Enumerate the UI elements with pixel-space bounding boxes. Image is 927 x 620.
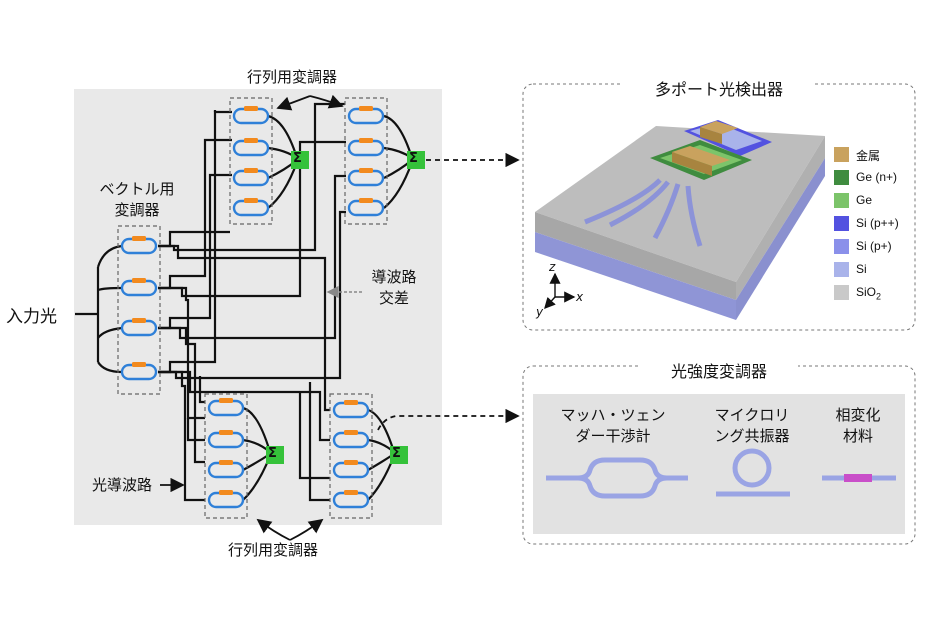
sum-block-top-left [291, 151, 309, 169]
legend-swatch [834, 170, 849, 185]
heater-pad [219, 490, 233, 495]
legend-swatch [834, 262, 849, 277]
heater-pad [219, 398, 233, 403]
heater-pad [219, 430, 233, 435]
legend-label: Ge [856, 193, 873, 207]
photodetector-illustration [535, 120, 825, 320]
sum-symbol-bottom-left: Σ [268, 446, 277, 461]
detector-panel-title: 多ポート光検出器 [623, 76, 815, 100]
heater-pad [244, 106, 258, 111]
heater-pad [359, 138, 373, 143]
phase-change-label-line1: 相変化 [835, 406, 881, 424]
crossing-label-line2: 交差 [378, 289, 409, 307]
heater-pad [344, 460, 358, 465]
legend-label: Si [856, 262, 867, 276]
heater-pad [244, 198, 258, 203]
sum-blocks [266, 151, 425, 464]
sum-block-bottom-left [266, 446, 284, 464]
heater-pad [132, 318, 146, 323]
legend-swatch [834, 216, 849, 231]
heater-pad [344, 430, 358, 435]
matrix-modulator-label-bottom: 行列用変調器 [228, 541, 319, 559]
optical-waveguide-label: 光導波路 [92, 476, 153, 494]
legend-label: Si (p+) [856, 239, 892, 253]
waveguide-crossing-label: 導波路 交差 [364, 266, 424, 308]
axis-y-label: y [536, 305, 544, 319]
heater-pad [219, 460, 233, 465]
phase-change-label-line2: 材料 [842, 427, 873, 445]
heater-pad [344, 400, 358, 405]
sum-symbol-top-left: Σ [293, 151, 302, 166]
legend-label: Si (p++) [856, 216, 899, 230]
input-light-label: 入力光 [6, 307, 57, 327]
legend-swatch [834, 147, 849, 162]
heater-pad [244, 138, 258, 143]
legend-swatch [834, 193, 849, 208]
sum-symbol-top-right: Σ [409, 151, 418, 166]
axis-z-label: z [549, 260, 556, 274]
phase-change-material [844, 474, 872, 482]
vector-modulator-label-line1: ベクトル用 [99, 180, 175, 198]
axis-x-label: x [576, 290, 584, 304]
ring-label-line1: マイクロリ [714, 406, 790, 424]
ring-label-line2: ング共振器 [714, 427, 790, 445]
vector-modulator-label-line2: 変調器 [114, 201, 160, 219]
annotation-arrows [160, 94, 520, 541]
circuit-panel [74, 89, 442, 525]
legend-label: Ge (n+) [856, 170, 898, 184]
heater-pad [132, 362, 146, 367]
mzi-label-line2: ダー干渉計 [575, 427, 651, 445]
heater-pad [132, 236, 146, 241]
modulator-group-boxes [117, 97, 388, 519]
heater-pad [359, 198, 373, 203]
intensity-item-ring: マイクロリ ング共振器 [700, 404, 804, 446]
intensity-panel-title: 光強度変調器 [640, 358, 798, 382]
matrix-modulator-label-top: 行列用変調器 [247, 68, 338, 86]
legend-swatch [834, 239, 849, 254]
microring-illustration [732, 448, 772, 488]
intensity-item-phase-change: 相変化 材料 [818, 404, 898, 446]
sum-block-bottom-right [390, 446, 408, 464]
matrix-box-top-left [229, 97, 273, 225]
mzi-modulators [120, 106, 385, 509]
sum-block-top-right [407, 151, 425, 169]
intensity-item-mzi: マッハ・ツェン ダー干渉計 [548, 404, 678, 446]
heater-pad [359, 168, 373, 173]
vector-modulator-box [117, 225, 161, 395]
legend-swatch [834, 285, 849, 300]
heater-pad [132, 278, 146, 283]
vector-modulator-label: ベクトル用 変調器 [92, 178, 182, 220]
legend-label: 金属 [856, 149, 881, 163]
legend-label: SiO2 [856, 285, 882, 302]
sum-symbol-bottom-right: Σ [392, 446, 401, 461]
heater-pad [359, 106, 373, 111]
matrix-box-bottom-left [204, 393, 248, 519]
crossing-label-line1: 導波路 [371, 268, 417, 286]
legend-subscript: 2 [876, 291, 882, 302]
heater-pad [344, 490, 358, 495]
heater-pad [244, 168, 258, 173]
mzi-label-line1: マッハ・ツェン [560, 406, 666, 424]
matrix-box-bottom-right [329, 393, 373, 519]
matrix-box-top-right [344, 97, 388, 225]
mzi-illustration [546, 457, 688, 499]
intensity-modulator-illustrations [546, 448, 896, 499]
